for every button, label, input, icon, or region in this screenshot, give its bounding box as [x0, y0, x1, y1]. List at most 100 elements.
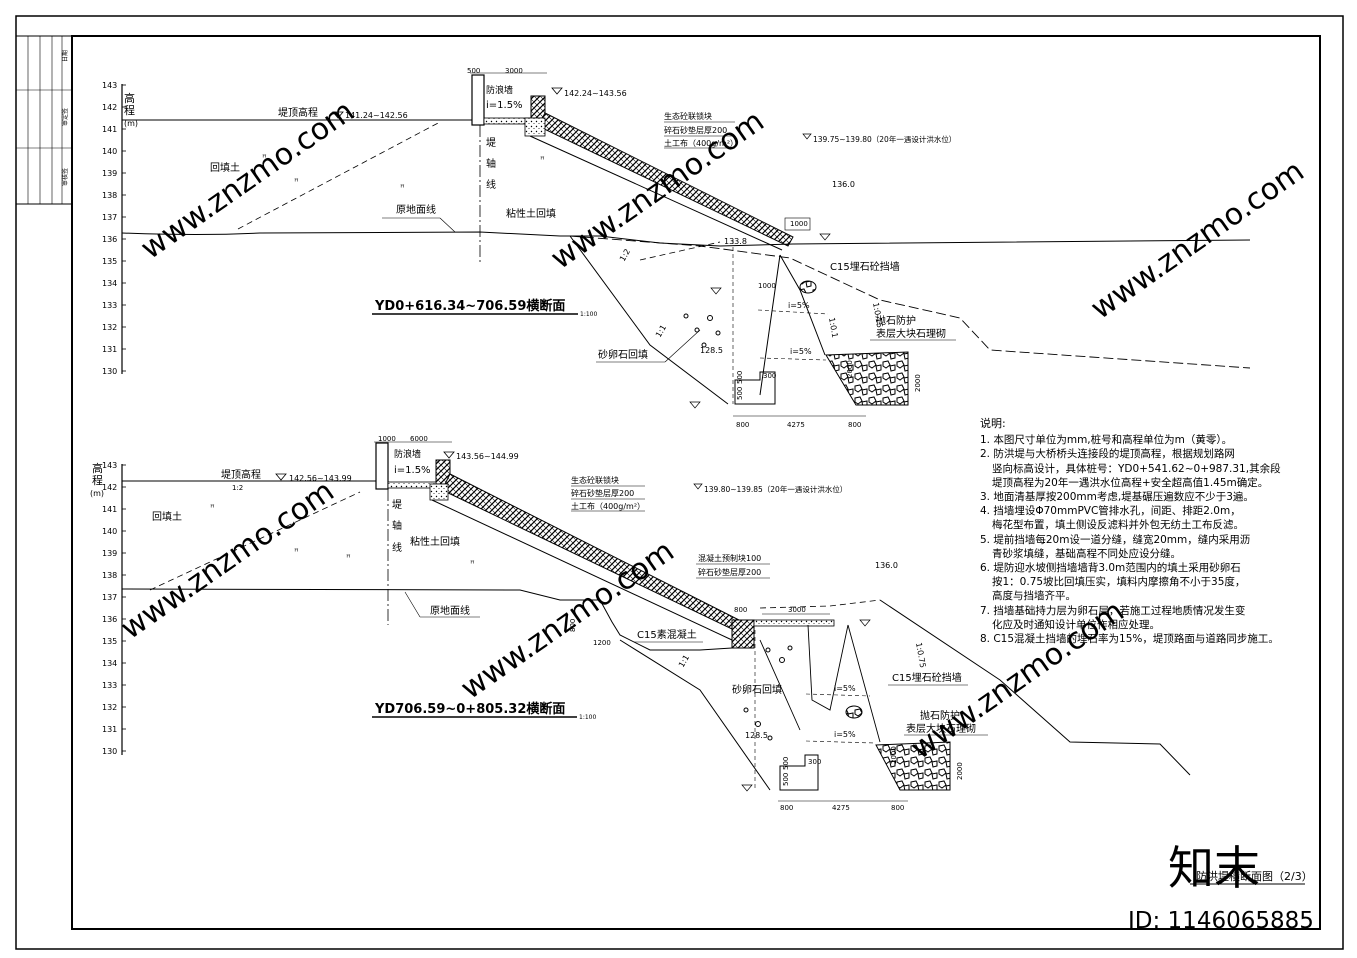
dim: 1000: [758, 282, 776, 290]
section-2: 1431421411401391381371361351341331321311…: [90, 435, 1191, 812]
backfill-label: 回填土: [152, 510, 182, 523]
riprap: [875, 741, 951, 791]
dim: 6000: [410, 435, 428, 443]
note-line: 堤顶高程为20年一遇洪水位高程+安全超高值1.45m确定。: [992, 476, 1269, 489]
section-title: YD0+616.34~706.59横断面: [374, 298, 565, 314]
elev-label: 128.5: [745, 731, 768, 740]
notes: 说明: 1. 本图尺寸单位为mm,桩号和高程单位为m（黄零）。2. 防洪堤与大桥…: [980, 417, 1310, 646]
clay-fill-label: 粘性土回填: [410, 535, 460, 548]
dim: 1000: [790, 220, 808, 228]
flood-level: 139.80~139.85（20年一遇设计洪水位）: [704, 484, 847, 494]
axis-tick-label: 143: [102, 461, 117, 470]
geotextile-label: 土工布（400g/m²）: [571, 501, 645, 511]
elevation-ticks-1: 1431421411401391381371361351341331321311…: [102, 81, 126, 376]
elev-label: 136.0: [875, 561, 898, 570]
axis-tick-label: 141: [102, 505, 117, 514]
riprap-label: 表层大块石理砌: [906, 722, 976, 735]
ground-line-label: 原地面线: [396, 203, 436, 216]
axis-line-label: 轴: [486, 157, 496, 170]
notes-list: 1. 本图尺寸单位为mm,桩号和高程单位为m（黄零）。2. 防洪堤与大桥桥头连接…: [980, 433, 1310, 646]
axis-tick-label: 131: [102, 345, 117, 354]
dim: 500: [782, 773, 790, 786]
dim: 2000: [846, 360, 854, 378]
wall-cap: [530, 95, 546, 119]
crest-label: 堤顶高程: [221, 468, 261, 481]
id-label: ID: 1146065885: [1128, 908, 1314, 934]
axis-title: 程: [124, 104, 135, 117]
section-1: 1431421411401391381371361351341331321311…: [102, 67, 1251, 429]
ground-line-label: 原地面线: [430, 604, 470, 617]
dim: 800: [736, 421, 749, 429]
axis-title: 高: [92, 461, 103, 475]
scale-label: 1:100: [579, 714, 596, 721]
note-line: 青砂浆填缝，基础高程不同处应设分缝。: [992, 547, 1181, 560]
watermark-text: www.znzmo.com: [455, 534, 681, 707]
backfill-label: 回填土: [210, 161, 240, 174]
inner-frame: [71, 35, 1321, 930]
notes-title: 说明:: [980, 417, 1006, 430]
gravel-pad-label: 碎石砂垫层厚200: [571, 488, 634, 498]
wall-label: 防浪墙: [394, 448, 421, 460]
axis-tick-label: 136: [102, 235, 117, 244]
note-line: 5. 堤前挡墙每20m设一道分缝，缝宽20mm，缝内采用沥: [980, 533, 1251, 546]
slope-ratio: 1:2: [232, 484, 243, 492]
svg-text:ꟸ: ꟸ: [470, 559, 475, 568]
water-level-icon: [741, 784, 753, 792]
note-line: 竖向标高设计，具体桩号：YD0+541.62~0+987.31,其余段: [992, 462, 1281, 475]
elevation-ticks-2: 1431421411401391381371361351341331321311…: [102, 461, 126, 756]
elev-label: 133.8: [724, 237, 747, 246]
note-line: 3. 地面清基厚按200mm考虑,堤基碾压遍数应不少于3遍。: [980, 491, 1254, 504]
section-title: YD706.59~0+805.32横断面: [374, 701, 565, 717]
water-level-icon: [689, 401, 701, 409]
axis-tick-label: 131: [102, 725, 117, 734]
c15-wall-label: C15埋石砼挡墙: [830, 260, 900, 273]
wall-top-elev: 142.24~143.56: [564, 89, 627, 98]
slope-i: i=5%: [790, 347, 812, 356]
slope-ratio: 1:0.1: [827, 317, 839, 339]
dim: 800: [848, 421, 861, 429]
wave-wall: [375, 442, 389, 490]
axis-tick-label: 140: [102, 527, 117, 536]
note-line: 高度与挡墙齐平。: [992, 590, 1076, 603]
axis-tick-label: 143: [102, 81, 117, 90]
svg-text:ꟸ: ꟸ: [294, 547, 299, 556]
sand-gravel-label: 砂卵石回填: [598, 348, 648, 361]
sand-gravel-fill: [683, 313, 721, 348]
axis-tick-label: 132: [102, 323, 117, 332]
axis-tick-label: 130: [102, 367, 117, 376]
axis-tick-label: 133: [102, 301, 117, 310]
water-level-icon: [802, 133, 812, 140]
riprap: [825, 351, 909, 406]
geotextile-label: 土工布（400g/m²）: [664, 138, 738, 148]
svg-text:ꟸ: ꟸ: [294, 177, 299, 186]
slope-ratio: 1:1: [654, 323, 668, 339]
sand-gravel-label: 砂卵石回填: [732, 683, 782, 696]
axis-line-label: 线: [486, 178, 496, 191]
flood-level: 139.75~139.80（20年一遇设计洪水位）: [813, 134, 956, 144]
water-level-icon: [859, 619, 871, 627]
riprap-label: 抛石防护: [920, 709, 960, 722]
dim: 800: [569, 619, 577, 632]
ground-line: [121, 588, 733, 651]
dim: 500: [736, 387, 744, 400]
axis-tick-label: 139: [102, 549, 117, 558]
dim: 500: [736, 371, 744, 384]
title-block-cell: 日期: [61, 50, 69, 62]
axis-tick-label: 139: [102, 169, 117, 178]
wall-label: 防浪墙: [486, 84, 513, 96]
axis-line-label: 线: [392, 541, 402, 554]
elev-label: 128.5: [700, 346, 723, 355]
dim: 500: [782, 757, 790, 770]
note-line: 梅花型布置，填土侧设反滤料并外包无纺土工布反滤。: [992, 519, 1244, 532]
svg-text:ꟸ: ꟸ: [210, 503, 215, 512]
slope-label: i=1.5%: [394, 465, 431, 476]
elevation-marker-icon: [443, 451, 455, 459]
sand-gravel-fill: [743, 645, 793, 741]
dim: 3000: [505, 67, 523, 75]
dim: 2000: [914, 374, 922, 392]
axis-tick-label: 141: [102, 125, 117, 134]
slope-ratio: 1:1: [677, 653, 691, 669]
eco-block-label: 生态砼联锁块: [571, 475, 619, 485]
sheet-title: 防洪堤横断面图（2/3）: [1196, 869, 1313, 883]
